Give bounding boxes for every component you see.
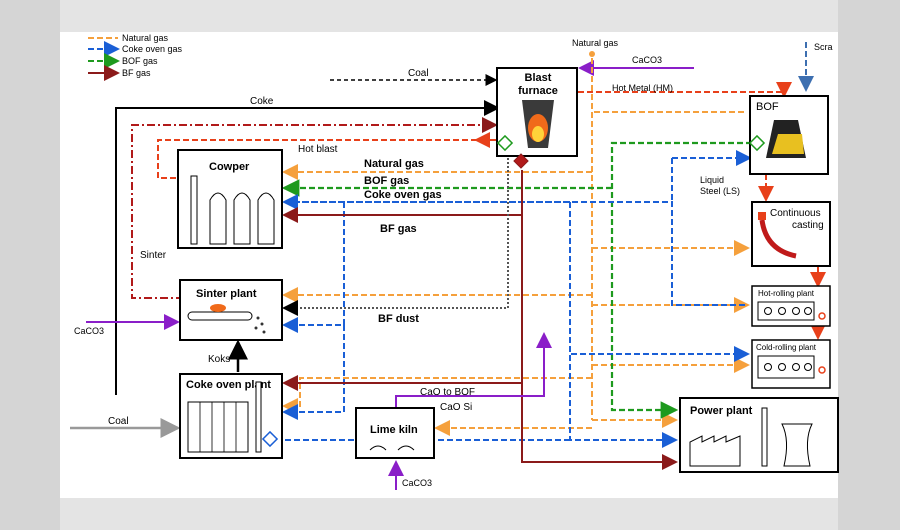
coke-oven-battery-icon — [187, 401, 249, 453]
continuous-casting-label-1: Continuous — [770, 208, 821, 219]
bf-outlet-diamond-icon — [496, 134, 514, 152]
cooling-tower-icon — [781, 423, 813, 467]
kiln-arc-icon-2 — [397, 445, 415, 451]
cowper-label: Cowper — [209, 161, 250, 173]
cowper-unit[interactable]: Cowper — [177, 149, 283, 249]
coke-oven-gas-to-coke-oven — [282, 325, 345, 420]
blast-furnace-label-2: furnace — [518, 85, 558, 97]
bof-melt-icon — [772, 134, 804, 154]
bf-gas-mid-label: BF gas — [380, 223, 417, 235]
hot-rolling-label: Hot-rolling plant — [758, 289, 815, 298]
coke-oven-gas-mid-label: Coke oven gas — [364, 189, 442, 201]
coke-oven-outlet-diamond-icon — [261, 430, 279, 448]
legend: Natural gas Coke oven gas BOF gas BF gas — [88, 33, 183, 81]
right-margin — [838, 0, 900, 530]
left-margin — [0, 0, 60, 530]
natural-gas-mid-label: Natural gas — [364, 158, 424, 170]
furnace-core-icon — [532, 126, 544, 142]
hot-metal-label: Hot Metal (HM) — [612, 83, 673, 93]
sinter-flow-line — [131, 117, 498, 299]
stove-3-icon — [257, 192, 275, 245]
stove-1-icon — [209, 192, 227, 245]
kiln-arc-icon-1 — [369, 445, 387, 451]
bf-dust-line — [282, 150, 509, 316]
stove-2-icon — [233, 192, 251, 245]
lime-kiln-label: Lime kiln — [370, 424, 418, 436]
power-plant-label: Power plant — [690, 405, 753, 417]
coke-flow-line — [115, 100, 500, 395]
natural-gas-source-dot — [589, 51, 595, 57]
coke-oven-plant-label: Coke oven plant — [186, 379, 271, 391]
liquid-steel-label-line1: Liquid — [700, 175, 724, 185]
bf-gas-to-power-plant — [521, 170, 678, 470]
casting-strand-icon — [759, 219, 797, 259]
koks-label: Koks — [208, 354, 230, 365]
coke-oven-stack-icon — [255, 381, 262, 453]
cao-to-bof-line — [395, 332, 552, 408]
bf-dust-label: BF dust — [378, 313, 419, 325]
power-house-icon — [689, 435, 741, 467]
legend-natural-gas-label: Natural gas — [122, 33, 169, 43]
bof-gas-mid-label: BOF gas — [364, 175, 409, 187]
coal-coke-oven-label: Coal — [108, 416, 129, 427]
hot-metal-line — [578, 82, 792, 98]
continuous-casting-unit[interactable]: Continuous casting — [751, 201, 831, 267]
bottom-margin — [60, 498, 838, 530]
hot-blast-loop-line — [157, 139, 496, 179]
cold-rolling-plant-unit[interactable]: Cold-rolling plant — [751, 339, 831, 389]
liquid-steel-label-line2: Steel (LS) — [700, 186, 740, 196]
bf-gas-outlet-diamond-icon — [513, 153, 529, 169]
cold-rolling-label: Cold-rolling plant — [756, 343, 817, 352]
sinter-plant-label: Sinter plant — [196, 288, 257, 300]
cao-to-bof-label: CaO to BOF — [420, 387, 475, 398]
natural-gas-top-label: Natural gas — [572, 38, 619, 48]
blast-furnace-unit[interactable]: Blast furnace — [496, 67, 578, 169]
bof-unit[interactable]: BOF — [748, 95, 829, 175]
cold-coil-icon — [818, 366, 826, 374]
blast-furnace-label-1: Blast — [525, 72, 552, 84]
sinter-belt-icon — [187, 311, 253, 321]
hot-coil-icon — [818, 312, 826, 320]
sinter-label: Sinter — [140, 250, 167, 261]
caco3-lime-label: CaCO3 — [402, 478, 432, 488]
bof-outlet-diamond-icon — [748, 134, 766, 152]
cowper-stack-icon — [190, 175, 198, 245]
bof-gas-to-power-plant — [610, 141, 752, 419]
scrap-label: Scra — [814, 42, 833, 52]
coke-label: Coke — [250, 96, 274, 107]
hot-rolling-plant-unit[interactable]: Hot-rolling plant — [751, 285, 831, 327]
legend-bof-gas-label: BOF gas — [122, 56, 158, 66]
tundish-icon — [758, 212, 766, 220]
legend-coke-oven-gas-label: Coke oven gas — [122, 44, 183, 54]
caco3-sinter-label: CaCO3 — [74, 326, 104, 336]
lime-kiln-unit[interactable]: Lime kiln — [355, 407, 435, 459]
caco3-top-label: CaCO3 — [632, 55, 662, 65]
hot-blast-label: Hot blast — [298, 144, 338, 155]
power-stack-icon — [761, 407, 768, 467]
top-margin — [60, 0, 838, 32]
legend-bf-gas-label: BF gas — [122, 68, 151, 78]
coal-bf-label: Coal — [408, 68, 429, 79]
coke-oven-plant-unit[interactable]: Coke oven plant — [179, 373, 283, 459]
continuous-casting-label-2: casting — [792, 220, 824, 231]
power-plant-unit[interactable]: Power plant — [679, 397, 839, 473]
sinter-flame-icon — [210, 304, 226, 312]
sinter-plant-unit[interactable]: Sinter plant — [179, 279, 283, 341]
cao-si-label: CaO Si — [440, 402, 472, 413]
bof-label: BOF — [756, 101, 779, 113]
